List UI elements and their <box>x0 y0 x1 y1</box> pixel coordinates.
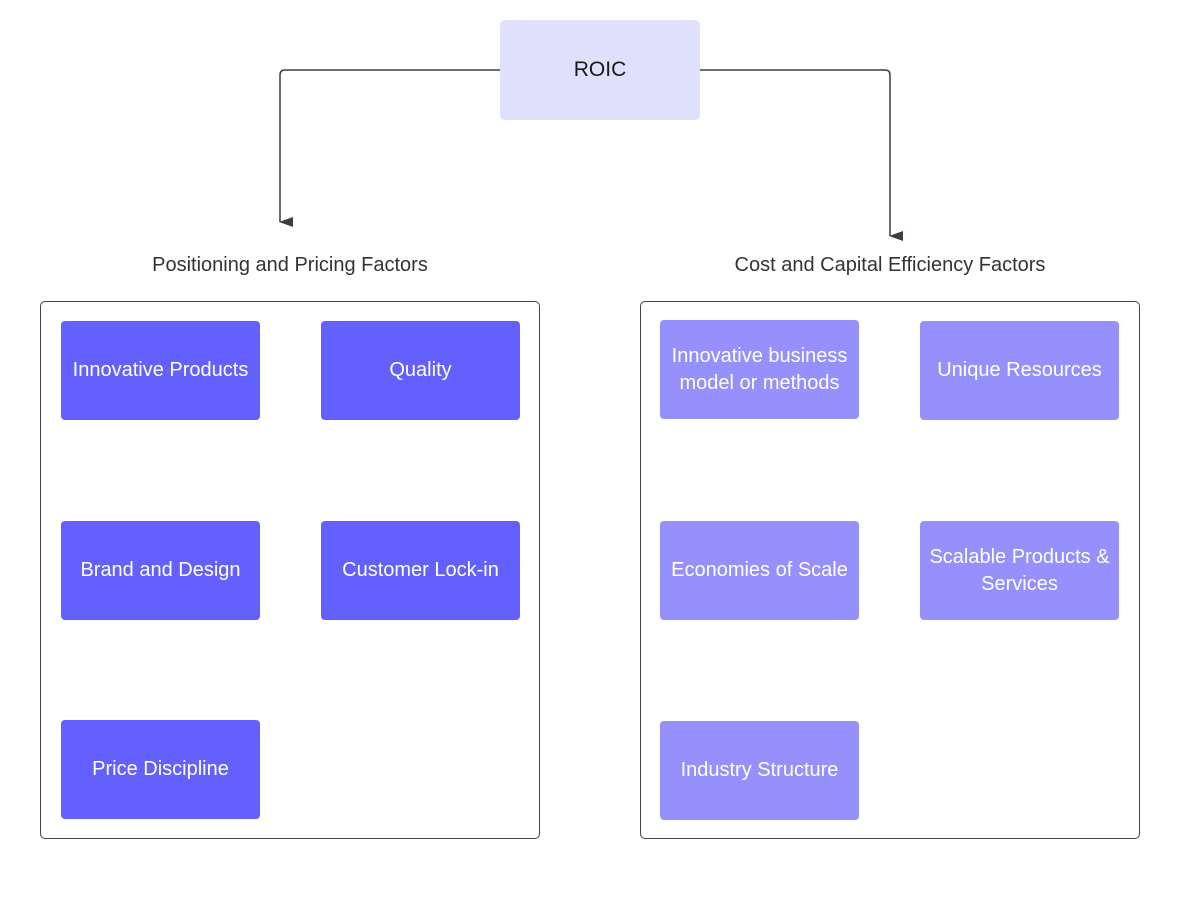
factor-scalable-products-services: Scalable Products & Services <box>920 521 1119 620</box>
factor-unique-resources: Unique Resources <box>920 321 1119 420</box>
factor-brand-and-design: Brand and Design <box>61 521 260 620</box>
factor-economies-of-scale: Economies of Scale <box>660 521 859 620</box>
factor-price-discipline: Price Discipline <box>61 720 260 819</box>
cost-group-title: Cost and Capital Efficiency Factors <box>734 254 1046 276</box>
roic-node: ROIC <box>500 20 700 120</box>
factor-customer-lock-in: Customer Lock-in <box>321 521 520 620</box>
connector-roic-to-cost <box>700 69 903 241</box>
factor-innovative-business-model: Innovative business model or methods <box>660 320 859 419</box>
factor-industry-structure: Industry Structure <box>660 721 859 820</box>
connector-roic-to-positioning <box>279 69 500 227</box>
factor-quality: Quality <box>321 321 520 420</box>
factor-innovative-products: Innovative Products <box>61 321 260 420</box>
positioning-group-title: Positioning and Pricing Factors <box>152 254 428 276</box>
